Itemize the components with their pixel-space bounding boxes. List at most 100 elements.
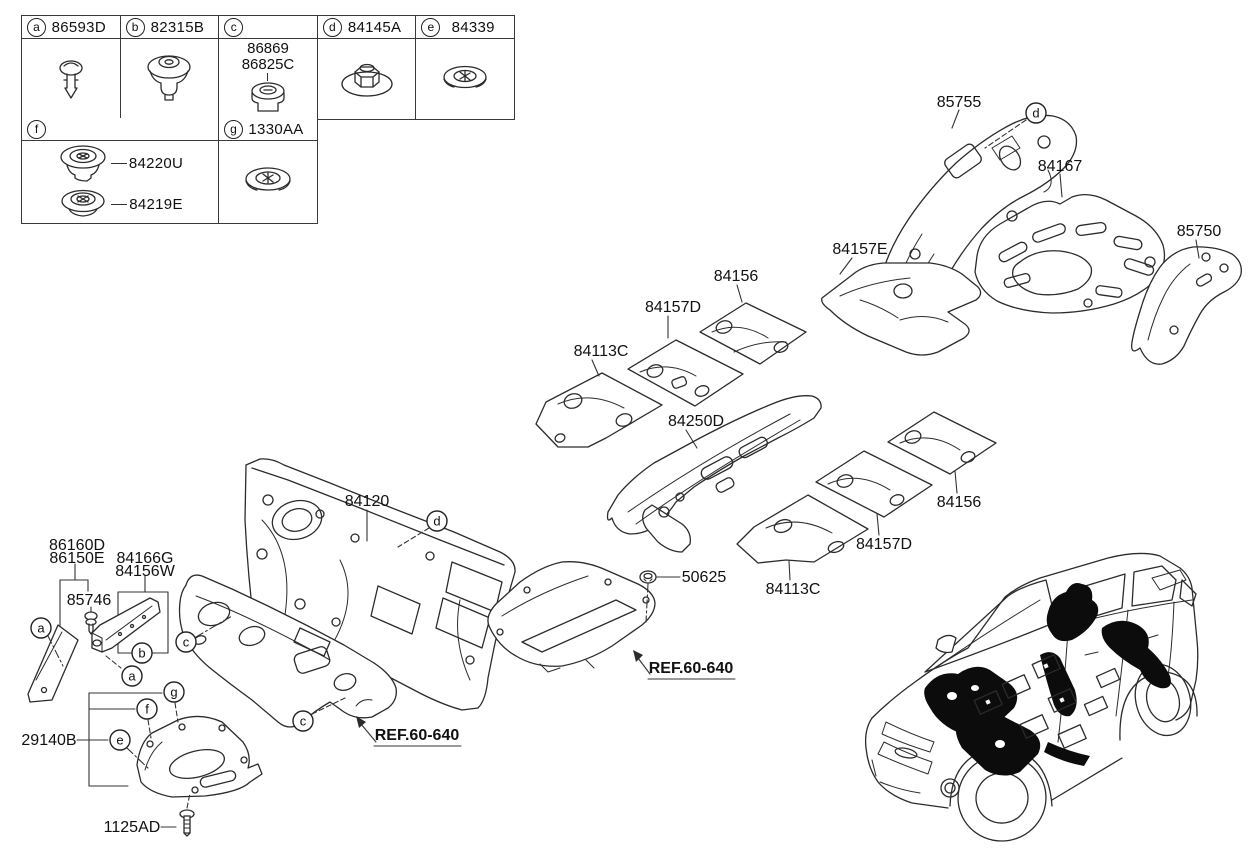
part-84156-left [699,302,807,365]
label-84113C-left[interactable]: 84113C [574,343,629,360]
callout-g[interactable]: g [163,681,185,703]
dome-clip-icon [147,55,192,101]
table-cell-g[interactable]: g 1330AA [219,118,317,223]
table-cell-a[interactable]: a 86593D [22,16,121,119]
callout-letter: b [138,646,145,661]
callout-c-1[interactable]: c [175,631,197,653]
part-84157D-left [627,339,744,407]
table-cell-e[interactable]: e 84339 [416,16,514,119]
label-85755[interactable]: 85755 [937,94,982,111]
part-labels[interactable]: 85755 84167 85750 84157E 84156 84157D 84… [21,94,1221,836]
callout-letter: d [433,514,440,529]
part-84157D-right [815,450,933,518]
grommet-icon [60,145,106,182]
plug-washer-icon [61,189,105,217]
leader-tick [267,73,269,81]
label-85750[interactable]: 85750 [1177,223,1222,240]
part-number[interactable]: 84145A [347,18,402,36]
part-84167 [974,193,1166,314]
part-84156-right [887,411,997,475]
bolt-1125AD-icon [179,809,195,837]
callout-e[interactable]: e [109,729,131,751]
label-84156-right[interactable]: 84156 [937,494,982,511]
callout-d-2[interactable]: d [426,510,448,532]
part-number[interactable]: 1330AA [248,120,304,138]
part-85750 [1131,246,1242,365]
flange-nut-icon [340,63,393,97]
screw-grommet-icon [251,82,285,112]
floor-pad-patches [973,654,1121,749]
callout-letter: c [183,635,190,650]
vehicle-illustration [864,552,1199,842]
fastener-table: a 86593D b [21,15,515,120]
table-cell-c[interactable]: c 86869 86825C [219,16,318,119]
leader-dash [111,203,128,205]
part-heat-protector [487,561,656,673]
leader-lines [47,109,1200,828]
part-84157E [821,262,982,356]
callout-a-2[interactable]: a [121,665,143,687]
label-84156-left[interactable]: 84156 [714,268,759,285]
label-86150E[interactable]: 86150E [49,550,104,567]
callout-letter: d [1032,106,1039,121]
callout-a-1[interactable]: a [30,617,52,639]
callout-f[interactable]: f [136,698,158,720]
part-86160D-panel [27,624,79,703]
floor-pad-holes [985,663,1075,739]
part-84250D [606,395,822,553]
label-84156W[interactable]: 84156W [115,563,175,580]
label-84120[interactable]: 84120 [345,493,390,510]
table-cell-f[interactable]: f 84220U [22,118,219,223]
star-washer-icon [443,65,487,89]
push-clip-icon [59,60,83,99]
grommet-50625-icon [639,570,657,584]
label-84250D[interactable]: 84250D [668,413,724,430]
label-84157E[interactable]: 84157E [832,241,887,258]
label-84167[interactable]: 84167 [1038,158,1083,175]
callout-letter: c [300,714,307,729]
fastener-table-row2: f 84220U [21,118,318,224]
callout-letter: e [116,733,123,748]
callout-letter: f [145,702,149,717]
part-number[interactable]: 86593D [51,18,106,36]
ref-label[interactable]: REF.60-640 [375,727,460,744]
ref-60-640-left[interactable]: REF.60-640 [356,716,462,747]
label-1125AD[interactable]: 1125AD [104,819,161,836]
callout-letter-g: g [224,119,243,139]
table-cell-d[interactable]: d 84145A [317,16,417,119]
label-84166G[interactable]: 84166G [117,550,174,567]
ref-60-640-right[interactable]: REF.60-640 [633,650,736,680]
fastener-item-84219E[interactable]: 84219E [57,187,183,221]
label-84157D-right[interactable]: 84157D [856,536,912,553]
callout-letter-b: b [125,17,145,37]
label-84113C-right[interactable]: 84113C [766,581,821,598]
callout-letter: g [170,685,177,700]
sub-part-numbers[interactable]: 86869 86825C [241,40,295,73]
ref-label[interactable]: REF.60-640 [649,660,734,677]
label-84157D-left[interactable]: 84157D [645,299,701,316]
part-84113C-right [736,494,869,564]
callout-b[interactable]: b [131,642,153,664]
part-84166G-rail [91,597,161,653]
label-85746[interactable]: 85746 [67,592,112,609]
fastener-item-84220U[interactable]: 84220U [57,143,183,183]
callout-letter-d: d [322,17,342,37]
part-29140B-undercover [136,715,263,798]
table-cell-b[interactable]: b 82315B [120,16,220,119]
part-85755 [875,114,1078,309]
label-29140B[interactable]: 29140B [21,732,76,749]
callout-c-2[interactable]: c [292,710,314,732]
callout-letter: a [37,621,45,636]
callout-letter: a [128,669,136,684]
label-50625[interactable]: 50625 [682,569,727,586]
callout-letter-c: c [224,17,244,37]
label-86160D[interactable]: 86160D [49,537,105,554]
part-number[interactable]: 82315B [150,18,205,36]
part-number[interactable]: 84339 [451,18,495,36]
callout-letter-e: e [421,17,441,37]
callout-d-1[interactable]: d [1025,102,1047,124]
callout-letter-f: f [27,119,46,139]
star-washer-icon [245,167,291,191]
